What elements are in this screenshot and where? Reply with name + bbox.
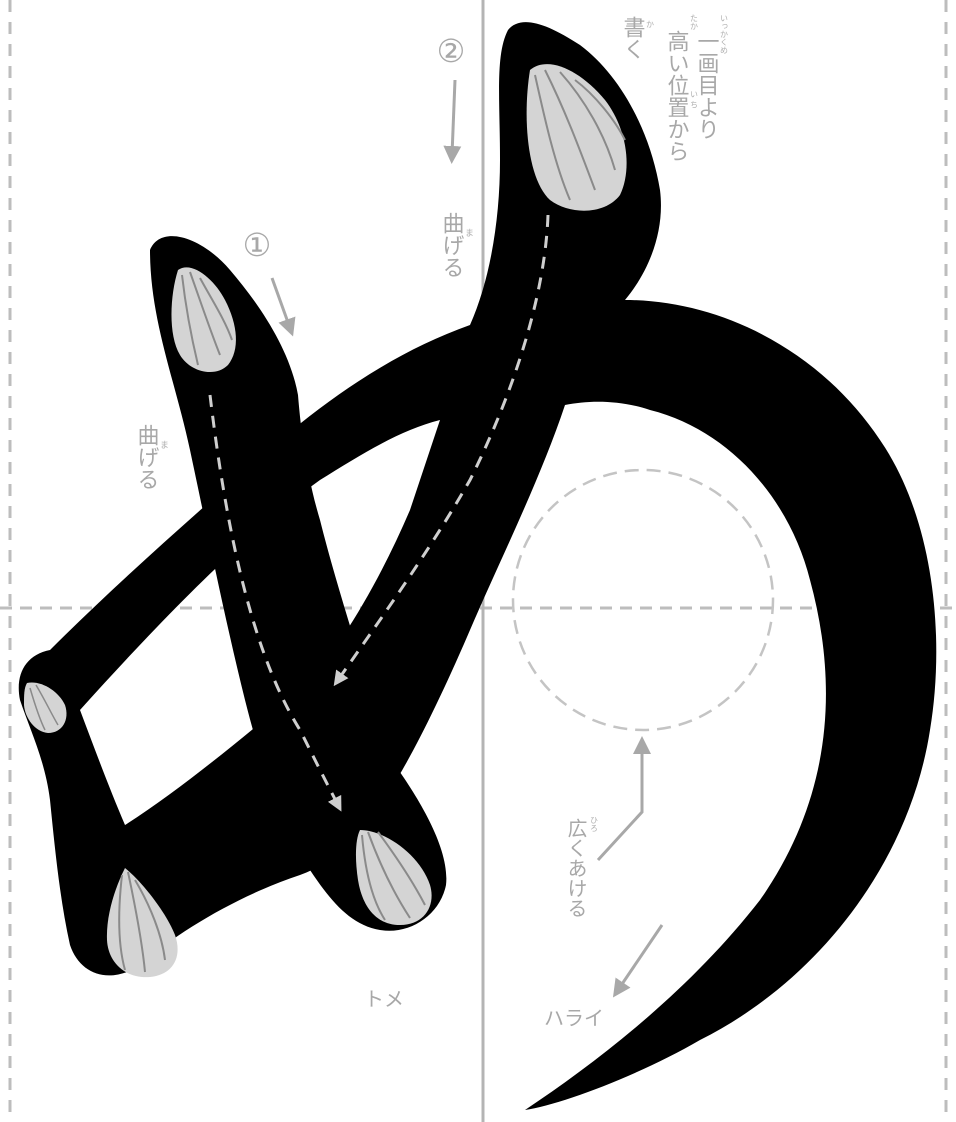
arrow-icon <box>596 736 651 862</box>
stroke-number-2: ② <box>437 32 466 70</box>
arrow-icon <box>612 924 664 998</box>
brush-drop-icon <box>24 682 67 733</box>
stroke-number-1: ① <box>243 226 272 264</box>
label-magaru-upper: 曲げる ま <box>439 212 474 278</box>
start-note-line-3: 書く <box>620 16 645 60</box>
brush-drop-icon <box>355 830 432 925</box>
dashed-arrow-icon <box>333 214 550 687</box>
stroke-order: ① ② <box>243 32 466 337</box>
arrow-icon <box>443 79 462 164</box>
dashed-arrow-icon <box>208 394 342 812</box>
start-note-ruby-2: たか <box>690 14 699 30</box>
arrow-icon <box>270 277 296 337</box>
open-space-circle <box>511 468 775 732</box>
label-magaru-upper-ruby: ま <box>463 228 473 237</box>
label-magaru-upper-text: 曲げる <box>439 212 464 278</box>
label-harai: ハライ <box>544 924 664 1030</box>
label-tome: トメ <box>364 987 404 1011</box>
glyph-me <box>18 22 937 1111</box>
start-note-ruby-3: い ち <box>690 90 699 109</box>
stroke-flow-arrows <box>208 214 550 812</box>
stroke-2 <box>18 22 937 1111</box>
start-note-line-1: 一画目より <box>694 30 720 140</box>
brush-drop-icon <box>171 267 236 373</box>
label-harai-text: ハライ <box>544 1006 604 1030</box>
brush-drop-icon <box>106 868 178 978</box>
start-note-ruby-1: いっかくめ <box>720 14 729 54</box>
label-start-note: 一画目より 高い位置から 書く いっかくめ たか い ち か <box>620 14 729 162</box>
label-hiroku: 広くあける ひろ <box>564 736 651 918</box>
start-note-ruby-4: か <box>646 20 655 28</box>
label-magaru-left-ruby: ま <box>158 440 168 449</box>
label-hiroku-text: 広くあける <box>564 818 588 918</box>
label-magaru-left: 曲げる ま <box>134 424 169 490</box>
label-hiroku-ruby: ひろ <box>590 816 599 832</box>
brush-drop-icon <box>526 64 627 211</box>
start-note-line-2: 高い位置から <box>664 30 690 162</box>
brush-drops <box>24 64 627 978</box>
label-magaru-left-text: 曲げる <box>134 424 159 490</box>
